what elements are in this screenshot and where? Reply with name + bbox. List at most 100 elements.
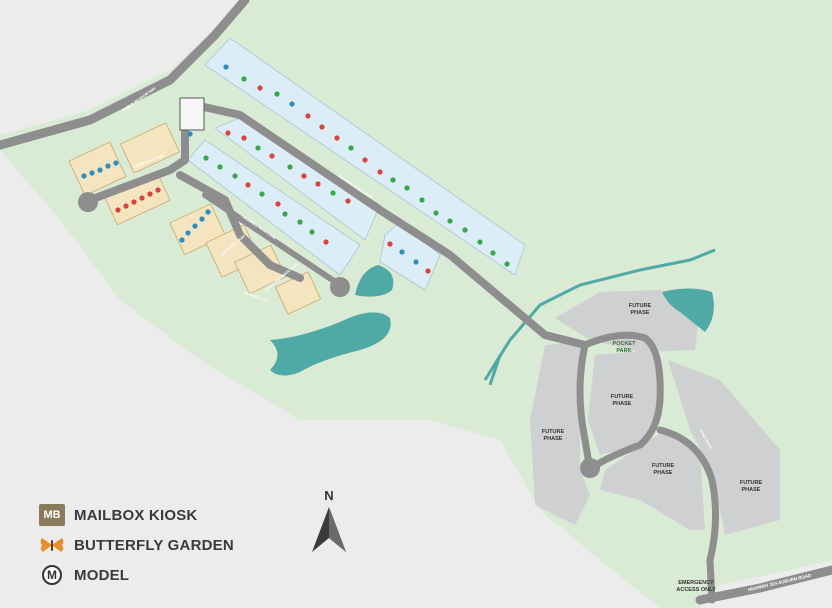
legend-item-model: M MODEL (38, 560, 288, 590)
pond-central (355, 265, 394, 297)
townhome-block-1 (68, 141, 127, 197)
lot-marker (348, 145, 354, 151)
mailbox-icon: MB (38, 504, 66, 526)
amenity-building (179, 97, 205, 131)
lot-marker (334, 135, 340, 141)
north-arrow-highlight (329, 507, 346, 552)
legend-item-mailbox: MB MAILBOX KIOSK (38, 500, 288, 530)
lot-block-south (187, 139, 361, 276)
lot-marker (413, 259, 419, 265)
lot-marker (287, 164, 293, 170)
road-west-spur (86, 114, 189, 204)
lot-marker (225, 130, 231, 136)
lot-marker (362, 157, 368, 163)
road-east-inner (576, 341, 594, 474)
lot-marker (433, 210, 439, 216)
future-phase-area-1 (555, 290, 700, 352)
creek (483, 248, 716, 381)
road-south (656, 426, 720, 604)
lot-marker (404, 185, 410, 191)
lot-marker (113, 160, 119, 166)
lot-block-north (204, 37, 526, 276)
lot-marker (241, 135, 247, 141)
future-phase-area-4 (600, 430, 705, 530)
lot-marker (155, 187, 161, 193)
lot-marker (81, 173, 87, 179)
lot-marker (305, 113, 311, 119)
lot-marker (97, 167, 103, 173)
lot-marker (289, 101, 295, 107)
lot-marker (217, 164, 223, 170)
lot-marker (399, 249, 405, 255)
pond-west (270, 312, 391, 376)
lot-marker (319, 124, 325, 130)
lot-marker (387, 241, 393, 247)
lot-marker (477, 239, 483, 245)
lot-marker (309, 229, 315, 235)
lot-marker (269, 153, 275, 159)
lot-marker (139, 195, 145, 201)
future-phase-area-3 (588, 350, 660, 455)
north-arrow: N (312, 488, 346, 552)
townhome-block-7 (274, 271, 322, 315)
future-phase-area-5 (668, 360, 780, 535)
lot-marker (345, 198, 351, 204)
lot-marker (185, 230, 191, 236)
lot-marker (462, 227, 468, 233)
lot-marker (241, 76, 247, 82)
legend-label-butterfly: BUTTERFLY GARDEN (74, 536, 234, 554)
creek-branch (488, 354, 502, 386)
butterfly-icon (38, 534, 66, 556)
lot-marker (301, 173, 307, 179)
model-icon: M (38, 564, 66, 586)
lot-marker (297, 219, 303, 225)
lot-marker (282, 211, 288, 217)
lot-marker (203, 155, 209, 161)
road-east-loop (581, 331, 664, 474)
lot-marker (245, 182, 251, 188)
lot-marker (259, 191, 265, 197)
lot-marker (205, 209, 211, 215)
lot-marker (274, 91, 280, 97)
lot-marker (504, 261, 510, 267)
lot-marker (131, 199, 137, 205)
lot-marker (275, 201, 281, 207)
lot-marker (447, 218, 453, 224)
road-cul-de-sac-west (176, 171, 304, 282)
lot-marker (89, 170, 95, 176)
townhome-block-2 (120, 122, 180, 174)
highway-road (695, 565, 832, 605)
cul-de-sac-east (580, 458, 600, 478)
legend-label-model: MODEL (74, 566, 130, 584)
lot-marker (179, 237, 185, 243)
legend-item-butterfly: BUTTERFLY GARDEN (38, 530, 288, 560)
future-phase-area-2 (530, 342, 590, 525)
lot-marker (192, 223, 198, 229)
lot-marker (115, 207, 121, 213)
pond-east (662, 288, 714, 332)
road-lane (202, 192, 343, 288)
townhome-block-6 (234, 244, 287, 295)
lot-marker (490, 250, 496, 256)
lot-marker (419, 197, 425, 203)
lot-marker (315, 181, 321, 187)
lot-marker (232, 173, 238, 179)
lot-marker (323, 239, 329, 245)
cul-de-sac-south (330, 277, 350, 297)
mailbox-badge: MB (39, 504, 65, 526)
north-label: N (324, 488, 333, 503)
lot-marker (187, 131, 193, 137)
legend-label-mailbox: MAILBOX KIOSK (74, 506, 198, 524)
lot-marker (223, 64, 229, 70)
lot-marker (147, 191, 153, 197)
road-main (191, 101, 589, 349)
